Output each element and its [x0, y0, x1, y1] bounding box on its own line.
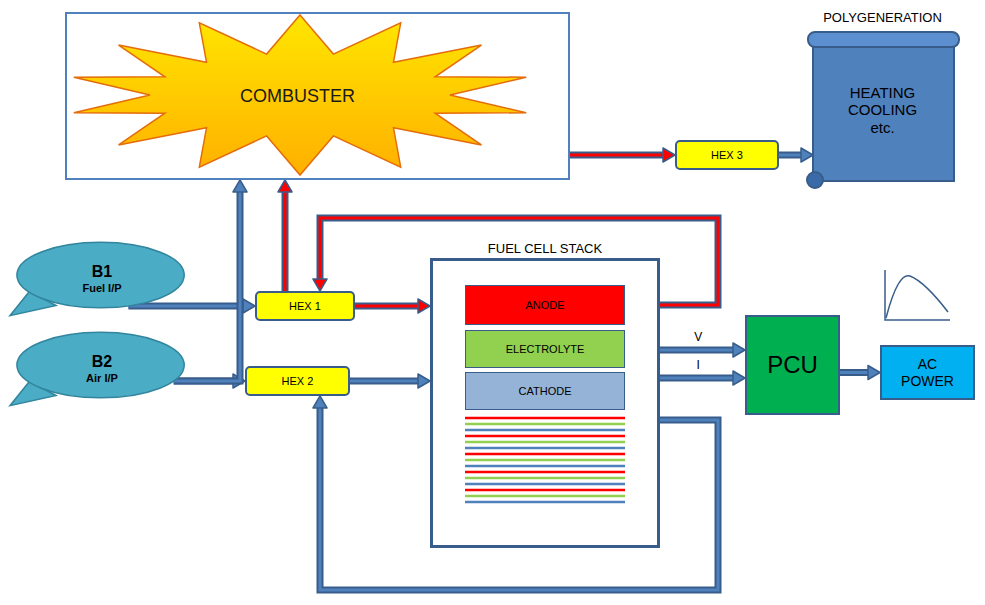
combuster-box: COMBUSTER — [65, 12, 570, 180]
flow-arrow — [779, 148, 813, 162]
electrolyte-layer: ELECTROLYTE — [465, 330, 625, 368]
signal-label: I — [695, 359, 702, 373]
fuel-input: B1Fuel I/P — [8, 240, 186, 318]
flow-arrow — [350, 374, 430, 388]
power-curve-icon — [885, 270, 950, 320]
cathode-layer: CATHODE — [465, 372, 625, 410]
heat-exchanger: HEX 1 — [255, 291, 355, 321]
signal-label: V — [692, 331, 704, 345]
heat-exchanger: HEX 3 — [675, 140, 779, 170]
flow-arrow — [840, 366, 880, 380]
heading-label: POLYGENERATION — [765, 11, 985, 26]
node-label: Air I/P — [86, 372, 118, 385]
node-label: ELECTROLYTE — [506, 343, 585, 356]
node-label: Fuel I/P — [82, 282, 121, 295]
air-input: B2Air I/P — [8, 330, 186, 408]
flow-arrow — [174, 180, 247, 381]
node-label: HEX 3 — [711, 149, 743, 162]
flow-arrow — [660, 343, 745, 357]
anode-layer: ANODE — [465, 285, 625, 325]
node-label: B1 — [92, 263, 112, 281]
node-label: PCU — [767, 351, 818, 379]
node-label: B2 — [92, 353, 112, 371]
flow-arrow — [660, 371, 745, 385]
fuel-cell-stack: FUEL CELL STACKANODEELECTROLYTECATHODE — [430, 258, 660, 548]
heading-label: FUEL CELL STACK — [393, 242, 697, 257]
node-label: COMBUSTER — [240, 86, 355, 107]
power-conditioning-unit: PCU — [745, 315, 840, 415]
node-label: HEATING COOLING etc. — [838, 84, 928, 136]
node-label: HEX 1 — [289, 300, 321, 313]
node-label: HEX 2 — [282, 375, 314, 388]
hot-flow-arrow — [570, 148, 675, 162]
node-label: ANODE — [525, 299, 564, 312]
flame-star — [74, 15, 526, 175]
ac-power-box: AC POWER — [880, 345, 975, 400]
heat-exchanger: HEX 2 — [245, 366, 350, 396]
hot-flow-arrow — [278, 180, 292, 291]
node-label: AC POWER — [897, 356, 959, 388]
node-label: CATHODE — [519, 385, 572, 398]
polygeneration-scroll: POLYGENERATIONHEATING COOLING etc. — [805, 30, 960, 190]
hot-flow-arrow — [355, 299, 430, 313]
cell-layers — [465, 418, 625, 502]
